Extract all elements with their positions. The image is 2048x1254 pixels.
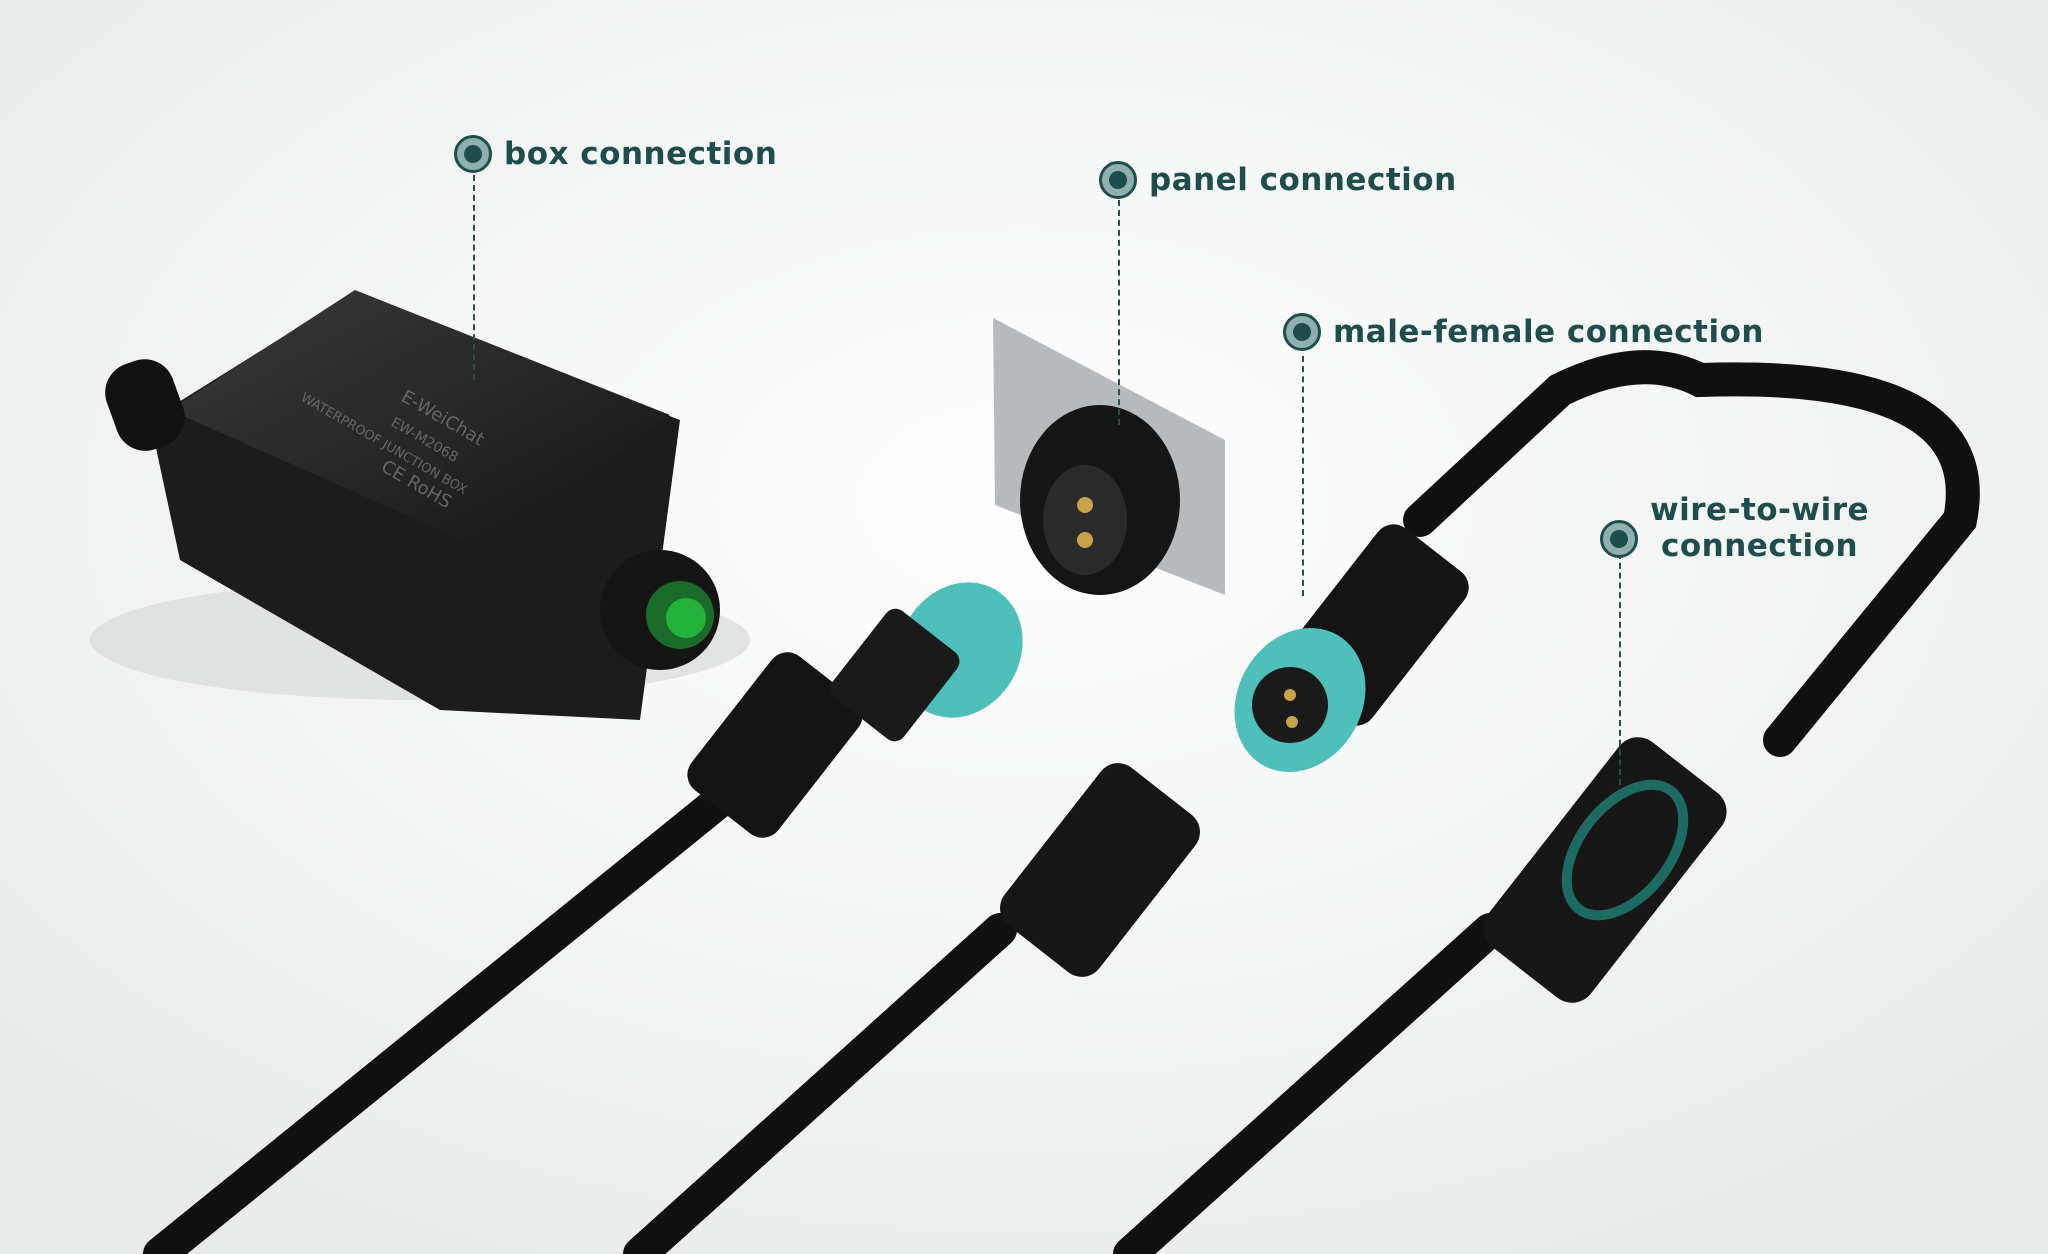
callout-label-line2: connection bbox=[1660, 528, 1859, 564]
marker-icon bbox=[454, 135, 492, 173]
panel-plate bbox=[993, 318, 1225, 595]
connector-male-teal bbox=[1234, 524, 1469, 772]
marker-icon bbox=[1283, 313, 1321, 351]
callout-label: panel connection bbox=[1149, 162, 1457, 198]
callout-label-line1: wire-to-wire bbox=[1650, 492, 1870, 528]
connector-wire-to-wire bbox=[1483, 737, 1727, 1003]
callout-male-female-connection: male-female connection bbox=[1283, 313, 1764, 351]
callout-wire-to-wire-connection: wire-to-wire connection bbox=[1600, 492, 1869, 564]
junction-box: E-WeiChat EW-M2068 WATERPROOF JUNCTION B… bbox=[90, 290, 750, 720]
callout-panel-connection: panel connection bbox=[1099, 161, 1457, 199]
panel-connection-leader-line bbox=[1118, 200, 1120, 425]
callout-label: box connection bbox=[504, 136, 778, 172]
male-female-connection-leader-line bbox=[1302, 356, 1304, 596]
marker-icon bbox=[1099, 161, 1137, 199]
connector-female-teal bbox=[687, 582, 1023, 838]
marker-icon bbox=[1600, 520, 1638, 558]
box-connection-leader-line bbox=[473, 175, 475, 380]
cables bbox=[143, 350, 1980, 1254]
callout-label: male-female connection bbox=[1333, 314, 1764, 350]
wire-to-wire-connection-leader-line bbox=[1619, 553, 1621, 785]
connector-black bbox=[1000, 763, 1200, 977]
callout-label: wire-to-wire connection bbox=[1650, 492, 1869, 564]
callout-box-connection: box connection bbox=[454, 135, 777, 173]
